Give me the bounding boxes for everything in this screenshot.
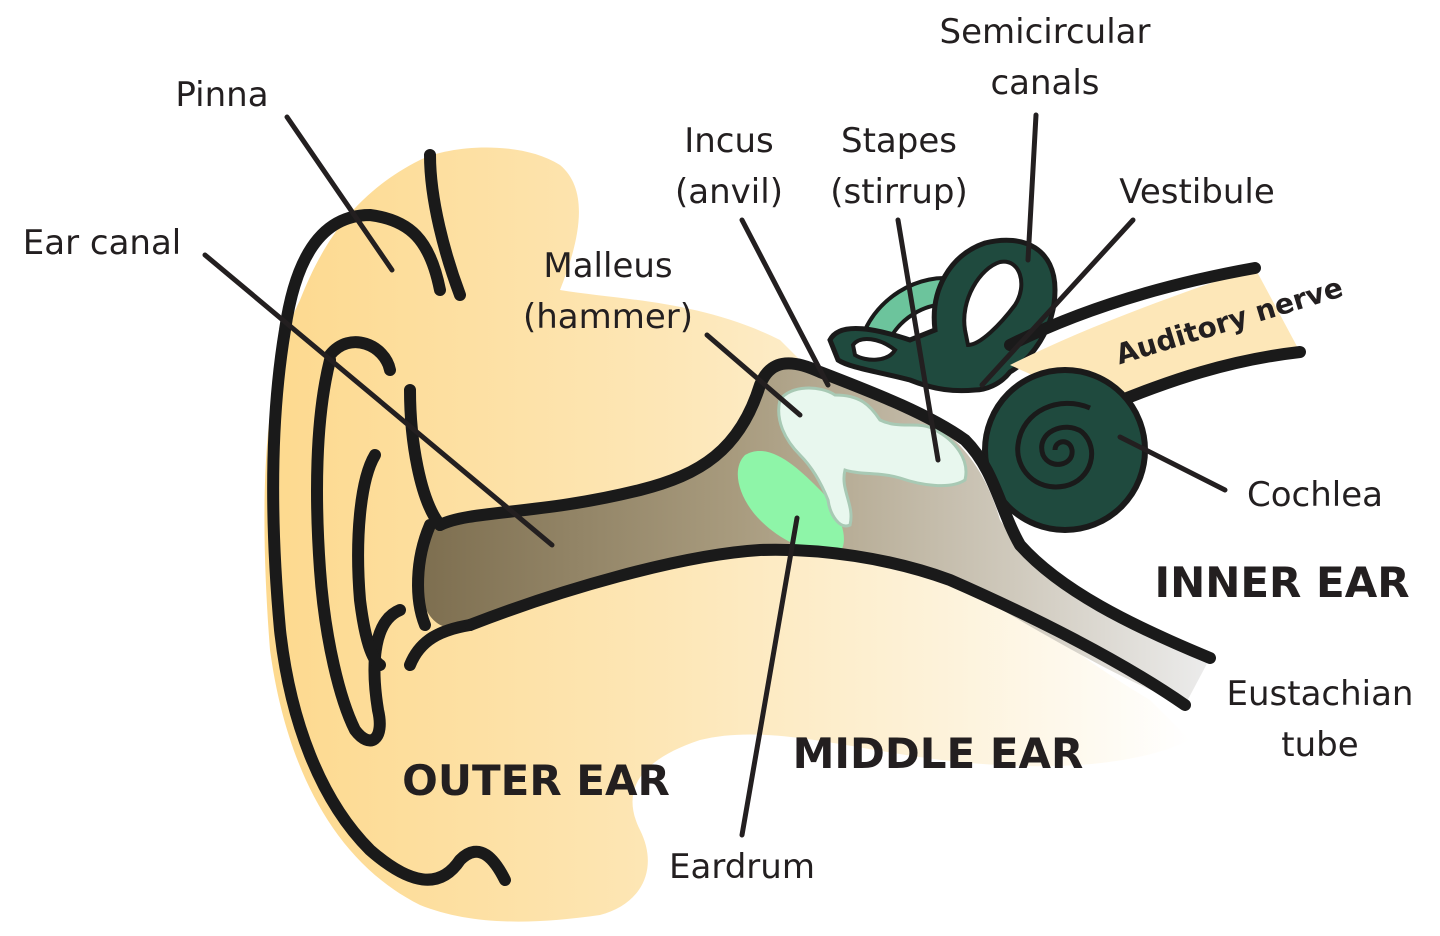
- region-inner-ear: INNER EAR: [1154, 558, 1409, 607]
- stapes-leader: [895, 217, 941, 463]
- cochlea-shape: [982, 367, 1148, 533]
- label-malleus-hammer: (hammer): [523, 297, 693, 337]
- semicircular-canals-leader: [1025, 112, 1039, 263]
- region-middle-ear: MIDDLE EAR: [793, 729, 1084, 778]
- label-eustachian: Eustachian: [1227, 674, 1414, 714]
- ear-canal-leader: [202, 252, 555, 548]
- label-malleus: Malleus: [543, 246, 672, 286]
- label-eardrum: Eardrum: [669, 847, 815, 887]
- malleus-leader: [704, 332, 803, 418]
- label-semicircular-canals: canals: [990, 63, 1099, 103]
- label-vestibule: Vestibule: [1119, 172, 1275, 212]
- vestibule-leader: [979, 217, 1136, 388]
- label-cochlea: Cochlea: [1247, 475, 1383, 515]
- label-stapes: Stapes: [841, 121, 957, 161]
- label-ear-canal: Ear canal: [23, 223, 181, 263]
- label-semicircular: Semicircular: [940, 12, 1151, 52]
- leader-lines: [202, 112, 1228, 838]
- pinna-leader: [284, 114, 395, 273]
- ear-outlines: [267, 149, 1216, 886]
- label-incus-anvil: (anvil): [675, 172, 783, 212]
- vestibule-shape: [827, 237, 1058, 394]
- label-incus: Incus: [684, 121, 774, 161]
- label-stapes-stirrup: (stirrup): [830, 172, 968, 212]
- ossicles-shape: [777, 386, 968, 528]
- region-outer-ear: OUTER EAR: [402, 756, 670, 805]
- cochlea-leader: [1117, 434, 1228, 493]
- eardrum-leader: [739, 515, 800, 838]
- label-eustachian-tube: tube: [1281, 725, 1358, 765]
- incus-leader: [739, 217, 831, 388]
- label-pinna: Pinna: [175, 75, 268, 115]
- eardrum-shape: [737, 450, 844, 553]
